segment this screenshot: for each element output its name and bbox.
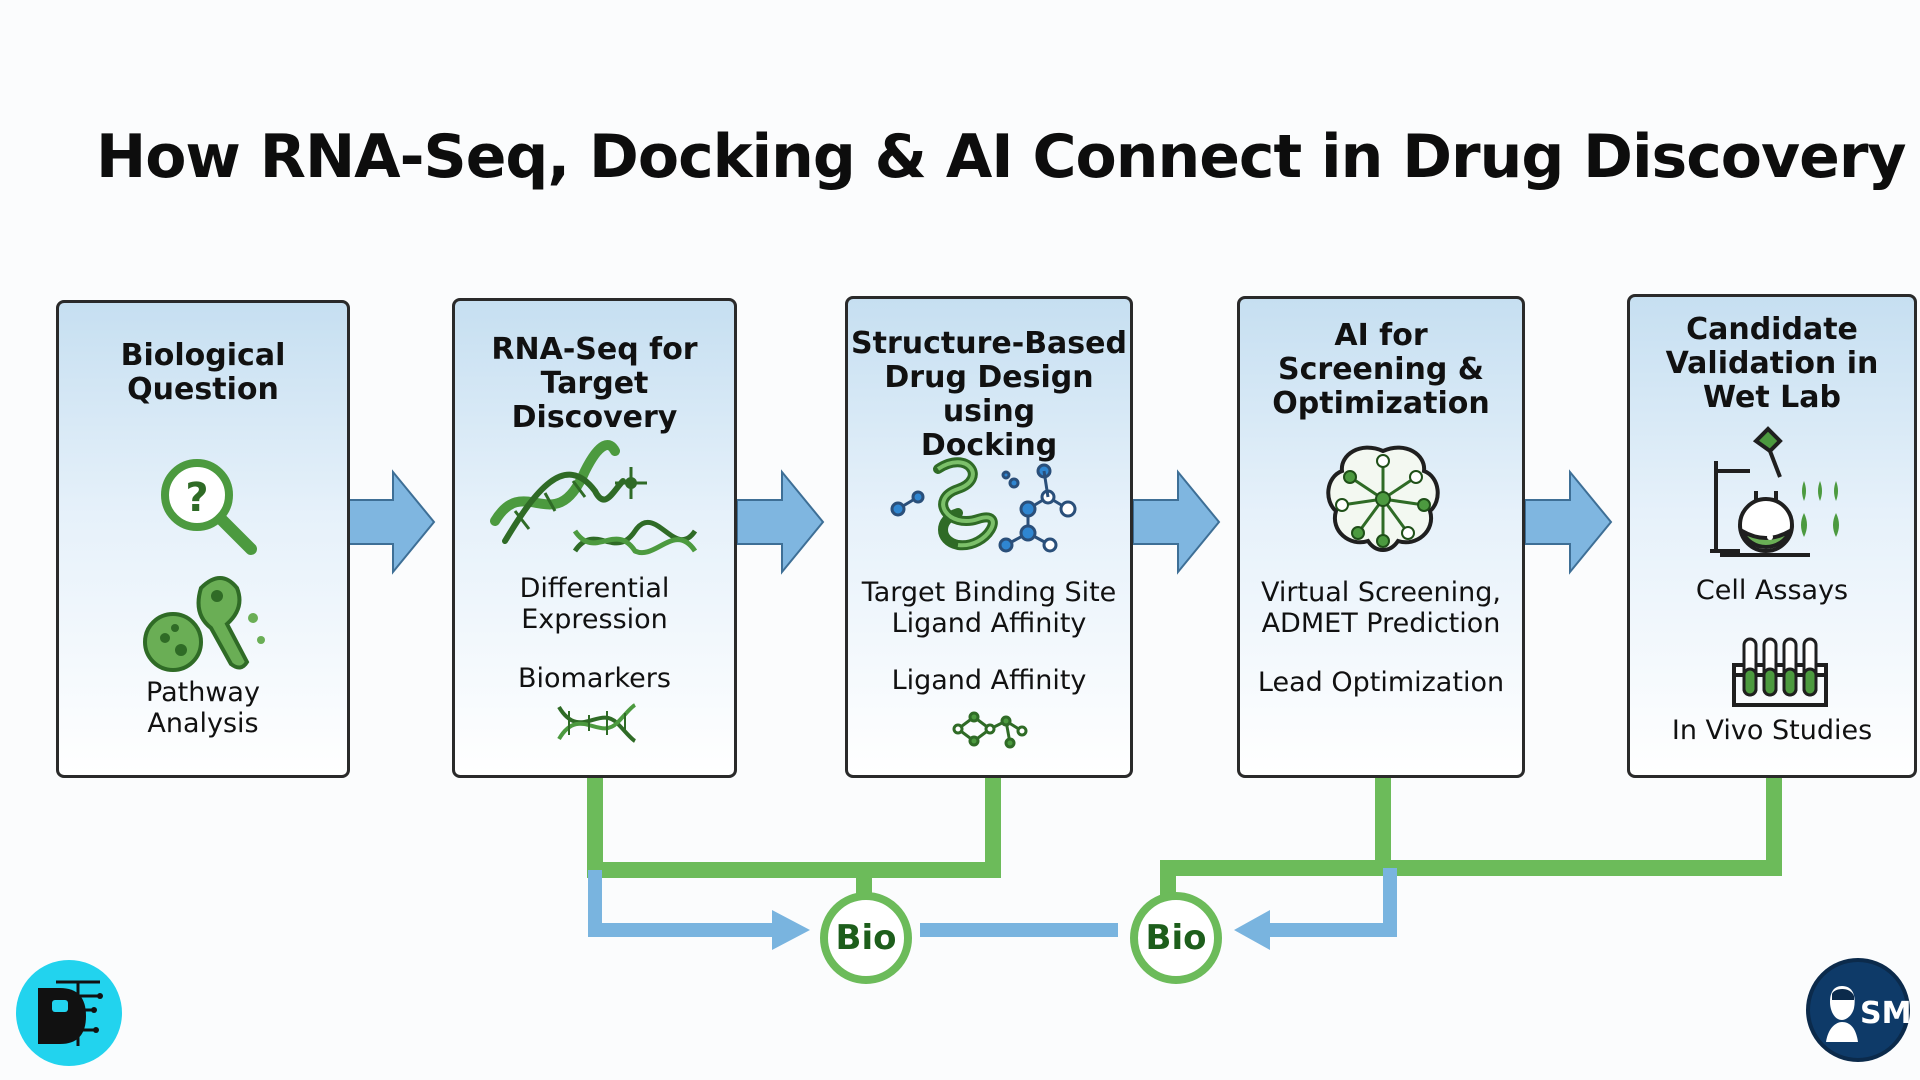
magnifier-question-icon: ? [161,459,257,555]
green-connector-right [1160,778,1782,900]
dt-logo [16,960,122,1066]
card-label-ligand-affinity: Ligand Affinity [891,665,1087,696]
cell-pathogen-icon [143,576,265,672]
lab-flask-pipette-icon [1710,426,1839,557]
card-label-cell-assays: Cell Assays [1695,575,1849,606]
flow-arrow-2 [736,469,825,575]
bio-node-right: Bio [1130,892,1222,984]
dt-logo-mark [38,980,103,1046]
card-label-biomarkers: Biomarkers [518,663,671,694]
blue-connector-right [1262,868,1397,937]
protein-ligand-icon [890,457,1077,553]
svg-text:?: ? [185,475,208,521]
page-title: How RNA-Seq, Docking & AI Connect in Dru… [96,122,1907,192]
small-dna-icon [557,703,637,743]
flow-arrow-1 [347,469,436,575]
person-silhouette-icon [1826,986,1858,1042]
blue-arrowhead-right [1234,910,1270,950]
blue-arrowhead-left [772,910,810,950]
sm-logo-text: SM [1860,996,1912,1031]
green-connector-left [587,778,1001,900]
card-label-lead-optimization: Lead Optimization [1257,667,1505,698]
dna-helix-icon [490,440,698,556]
flow-arrow-4 [1524,469,1613,575]
molecule-icon [952,711,1028,749]
card-label-virtual-screening: Virtual Screening,ADMET Prediction [1261,577,1501,639]
bio-node-left: Bio [820,892,912,984]
test-tube-rack-icon [1732,637,1828,707]
flow-arrow-3 [1132,469,1221,575]
card-label-in-vivo: In Vivo Studies [1671,715,1873,746]
sm-logo: SM [1806,958,1912,1062]
blue-connector-left [588,870,780,937]
ai-brain-network-icon [1326,445,1440,552]
